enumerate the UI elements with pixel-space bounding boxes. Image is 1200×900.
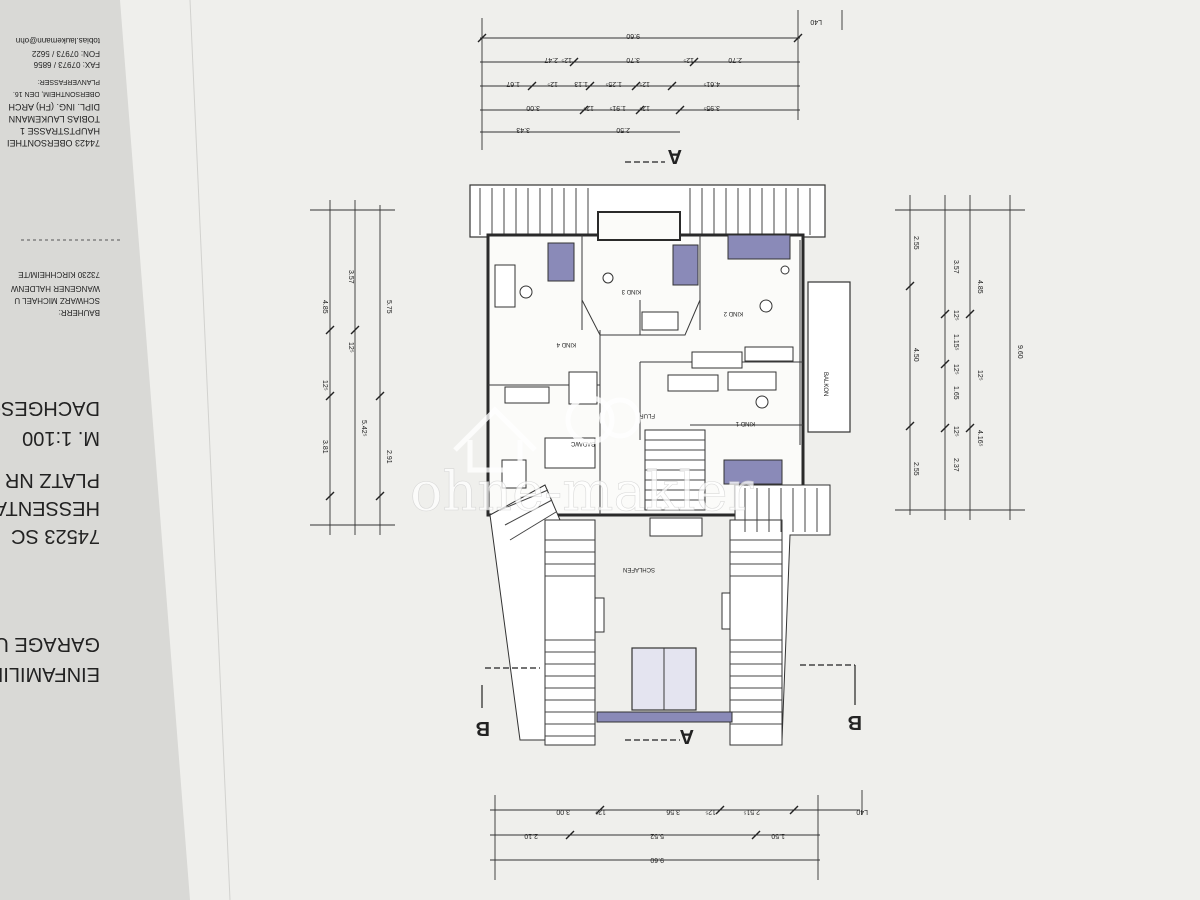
- dim-top-r2-e: 2.70: [728, 56, 742, 63]
- dim-top-r3-c: 1.13: [574, 80, 588, 87]
- dim-left-mid-d: 3.81: [321, 440, 328, 454]
- dim-top-r2-a: 2.47: [544, 56, 558, 63]
- project-line3: 74523 SC: [11, 525, 100, 547]
- planverfasser-label: PLANVERFASSER:: [38, 78, 100, 85]
- dim-right-inner-b: 12⁵: [952, 310, 959, 321]
- stairs: [644, 429, 706, 511]
- dim-left-mid-c: 5.42⁵: [360, 420, 367, 437]
- owner-line2: WANGENER HALDENW: [11, 284, 100, 293]
- dim-right-overall: 9.60: [1016, 345, 1023, 359]
- watermark-text: ohne-makler: [410, 460, 754, 523]
- dim-left-mid-f: 12⁵: [321, 380, 328, 391]
- dim-top-r4-e: 3.95⁵: [703, 104, 720, 111]
- dim-right-inner-e: 1.65: [952, 386, 959, 400]
- room-flur: FLUR: [639, 412, 655, 418]
- dim-top-r3-e: 12⁵: [639, 80, 650, 87]
- dim-bottom-overall: 9.60: [650, 856, 664, 863]
- dim-top-overall: 9.60: [626, 32, 640, 39]
- dim-right-far-b: 4.50: [912, 348, 919, 362]
- dim-top-r5-a: 3.43: [516, 126, 530, 133]
- dim-left-mid-b: 12⁵: [347, 342, 354, 353]
- sheet-title: DACHGESC: [0, 397, 100, 419]
- dim-left-outer-a: 4.85: [321, 300, 328, 314]
- dim-bottom-r1-e: 2.51⁵: [743, 808, 760, 815]
- dim-right-inner-d: 12⁵: [952, 364, 959, 375]
- project-line4: HESSENTA: [0, 497, 100, 519]
- dim-right-inner-a: 3.57: [952, 260, 959, 274]
- section-markers: A A B B: [476, 145, 862, 747]
- project-line5: PLATZ NR: [5, 469, 100, 491]
- dim-top-r2-b: 12⁵: [561, 56, 572, 63]
- dim-top-r3-d: 1.25⁵: [605, 80, 622, 87]
- dim-right-inner-c: 1.15⁵: [952, 334, 959, 351]
- room-schlafen: SCHLAFEN: [623, 566, 655, 572]
- dim-left-outer-b: 5.75: [385, 300, 392, 314]
- architect-line1: DIPL. ING. (FH) ARCH: [8, 102, 100, 112]
- address-line2: 74423 OBERSONTHEI: [7, 138, 100, 148]
- architect-line2: TOBIAS LAUKEMANN: [9, 114, 100, 124]
- section-a-bottom: A: [680, 725, 694, 747]
- dim-top-r4-c: 1.91⁵: [609, 104, 626, 111]
- title-block: PLANVERFASSER: OBERSONTHEIM, DEN 16. DIP…: [0, 36, 120, 685]
- room-kind3: KIND 3: [621, 288, 641, 294]
- watermark: ohne-makler: [410, 395, 754, 523]
- dim-right-12: 12⁵: [976, 370, 983, 381]
- dim-top-r2-c: 3.70: [626, 56, 640, 63]
- project-line1: EINFAMILIE: [0, 663, 100, 685]
- fax: FAX: 07973 / 6856: [33, 60, 100, 69]
- address-line1: HAUPTSTRASSE 1: [20, 126, 100, 136]
- dim-bottom-r1-b: 12⁵: [595, 808, 606, 815]
- dim-bottom-r2-b: 5.52: [650, 832, 664, 839]
- dim-top-r4-a: 3.00: [526, 104, 540, 111]
- dim-top-r5-b: 2.50: [616, 126, 630, 133]
- fold-line: [189, 0, 231, 900]
- dim-top-r4-d: 12⁵: [639, 104, 650, 111]
- project-line2: GARAGE U: [0, 633, 100, 655]
- dim-bottom-r2-c: 1.50: [771, 832, 785, 839]
- dim-bottom-r1-c: 3.56: [666, 808, 680, 815]
- dim-top-r3-f: 4.61⁵: [703, 80, 720, 87]
- dim-right-outer-b: 4.16⁵: [976, 430, 983, 447]
- dim-top-edge: L40: [810, 18, 822, 25]
- owner-line1: SCHWARZ MICHAEL U: [14, 296, 100, 305]
- owner-line3: 73230 KIRCHHEIM/TE: [18, 270, 100, 279]
- roof-hatch-lower: [489, 484, 831, 746]
- right-dimension-chains: 3.57 12⁵ 1.15⁵ 12⁵ 1.65 12⁵ 2.37 4.85 4.…: [895, 195, 1025, 520]
- left-dimension-chains: 4.85 5.75 3.57 12⁵ 5.42⁵ 3.81 2.91 12⁵: [310, 200, 395, 535]
- dim-right-outer-a: 4.85: [976, 280, 983, 294]
- dim-top-r4-b: 12⁵: [583, 104, 594, 111]
- room-kind1: KIND 1: [735, 420, 755, 426]
- section-a-top: A: [668, 145, 682, 167]
- room-balkon: BALKON: [822, 372, 828, 396]
- dim-left-mid-a: 3.57: [347, 270, 354, 284]
- room-kind2: KIND 2: [723, 310, 743, 316]
- dim-left-mid-e: 2.91: [385, 450, 392, 464]
- balcony: BALKON: [807, 281, 851, 433]
- dim-right-far-c: 2.55: [912, 462, 919, 476]
- dim-right-far-a: 2.55: [912, 236, 919, 250]
- section-b-right: B: [848, 711, 862, 733]
- section-b-left: B: [476, 717, 490, 739]
- dim-top-r3-b: 12⁵: [547, 80, 558, 87]
- dim-bottom-r1-a: 3.00: [556, 808, 570, 815]
- place-date: OBERSONTHEIM, DEN 16.: [13, 90, 100, 97]
- top-dimension-chains: 9.60 L40 2.47 12⁵ 3.70 12⁵ 2.70 1.67 12⁵…: [477, 10, 843, 150]
- dim-bottom-r2-a: 2.10: [524, 832, 538, 839]
- dim-right-inner-f: 12⁵: [952, 426, 959, 437]
- bauherr-label: BAUHERR:: [59, 308, 100, 317]
- dim-top-r2-d: 12⁵: [683, 56, 694, 63]
- dim-top-r3-a: 1.67: [506, 80, 520, 87]
- furniture: [494, 234, 794, 711]
- email: tobias.laukemann@ohn: [16, 36, 100, 45]
- dim-right-inner-g: 2.37: [952, 458, 959, 472]
- dim-bottom-r1-d: 12⁵: [705, 808, 716, 815]
- phone: FON: 07973 / 5622: [31, 49, 100, 58]
- scale: M. 1:100: [22, 427, 100, 449]
- bottom-dimension-chains: 3.00 12⁵ 3.56 12⁵ 2.51⁵ 2.10 5.52 1.50 9…: [490, 790, 868, 880]
- room-kind4: KIND 4: [556, 341, 576, 347]
- dim-bottom-edge: L40: [856, 808, 868, 815]
